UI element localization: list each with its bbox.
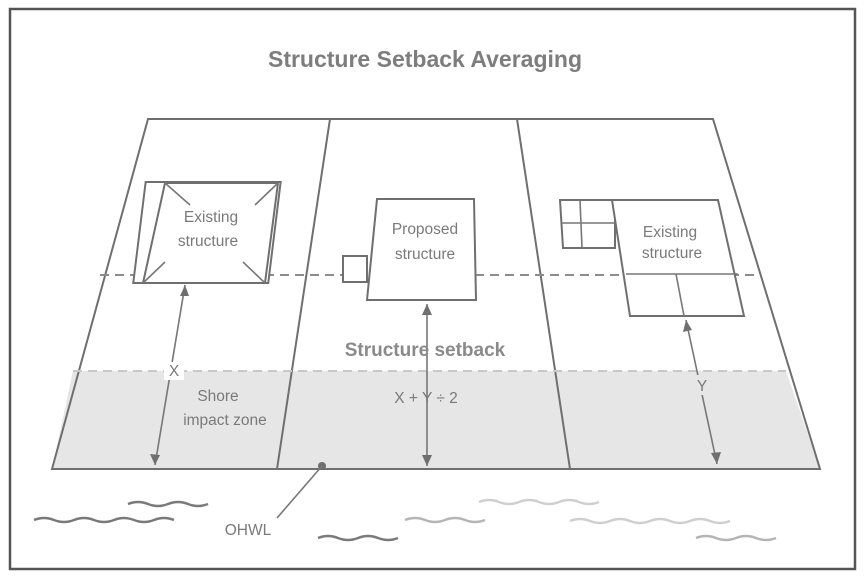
y-label: Y: [697, 378, 707, 395]
shore-impact-zone-shading: [52, 371, 820, 469]
existing-structure-left: Existing structure: [132, 181, 282, 284]
proposed-structure: Proposed structure: [342, 198, 478, 301]
measurement-y: Y: [683, 319, 721, 465]
ohwl-label: OHWL: [225, 522, 272, 539]
shore-impact-zone-label-1: Shore: [197, 388, 238, 405]
lot-outline: [50, 118, 822, 470]
existing-structure-left-label-1: Existing: [184, 209, 238, 226]
existing-structure-right-label-2: structure: [642, 245, 702, 262]
ohwl-marker: OHWL: [225, 462, 326, 539]
existing-structure-left-label-2: structure: [178, 233, 238, 250]
proposed-structure-label-1: Proposed: [392, 221, 458, 238]
structure-setback-label: Structure setback: [345, 340, 506, 361]
existing-structure-right: Existing structure: [558, 199, 746, 317]
existing-structure-right-label-1: Existing: [643, 224, 697, 241]
diagram-title: Structure Setback Averaging: [268, 46, 582, 72]
x-label: X: [169, 363, 180, 380]
setback-formula-label: X + Y ÷ 2: [394, 390, 458, 407]
property-line-right: [516, 118, 571, 470]
measurement-x: X: [150, 284, 189, 466]
water-waves: [33, 498, 777, 542]
proposed-structure-label-2: structure: [395, 246, 455, 263]
measurement-setback: [422, 304, 432, 466]
property-line-left: [276, 118, 331, 470]
shore-impact-zone-label-2: impact zone: [183, 412, 267, 429]
